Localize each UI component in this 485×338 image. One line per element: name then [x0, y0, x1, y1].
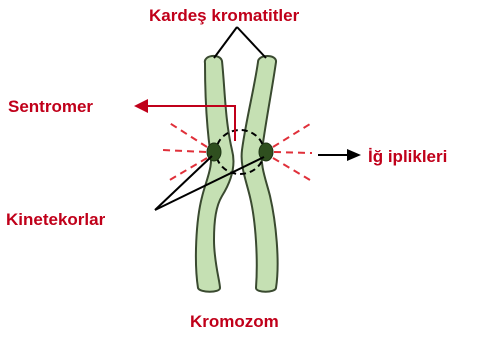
centromere-label: Sentromer	[8, 97, 93, 117]
right-chromatid	[242, 56, 278, 292]
spindle-fibers-label: İğ iplikleri	[368, 147, 447, 167]
spindle-fibers-arrow	[318, 149, 361, 161]
spindle-fibers-right	[273, 124, 312, 180]
sister-chromatids-pointer	[214, 27, 266, 58]
diagram-caption: Kromozom	[190, 312, 279, 332]
sister-chromatids-label: Kardeş kromatitler	[149, 6, 299, 26]
kinetochores-label: Kinetekorlar	[6, 210, 105, 230]
spindle-fibers-left	[162, 122, 207, 181]
